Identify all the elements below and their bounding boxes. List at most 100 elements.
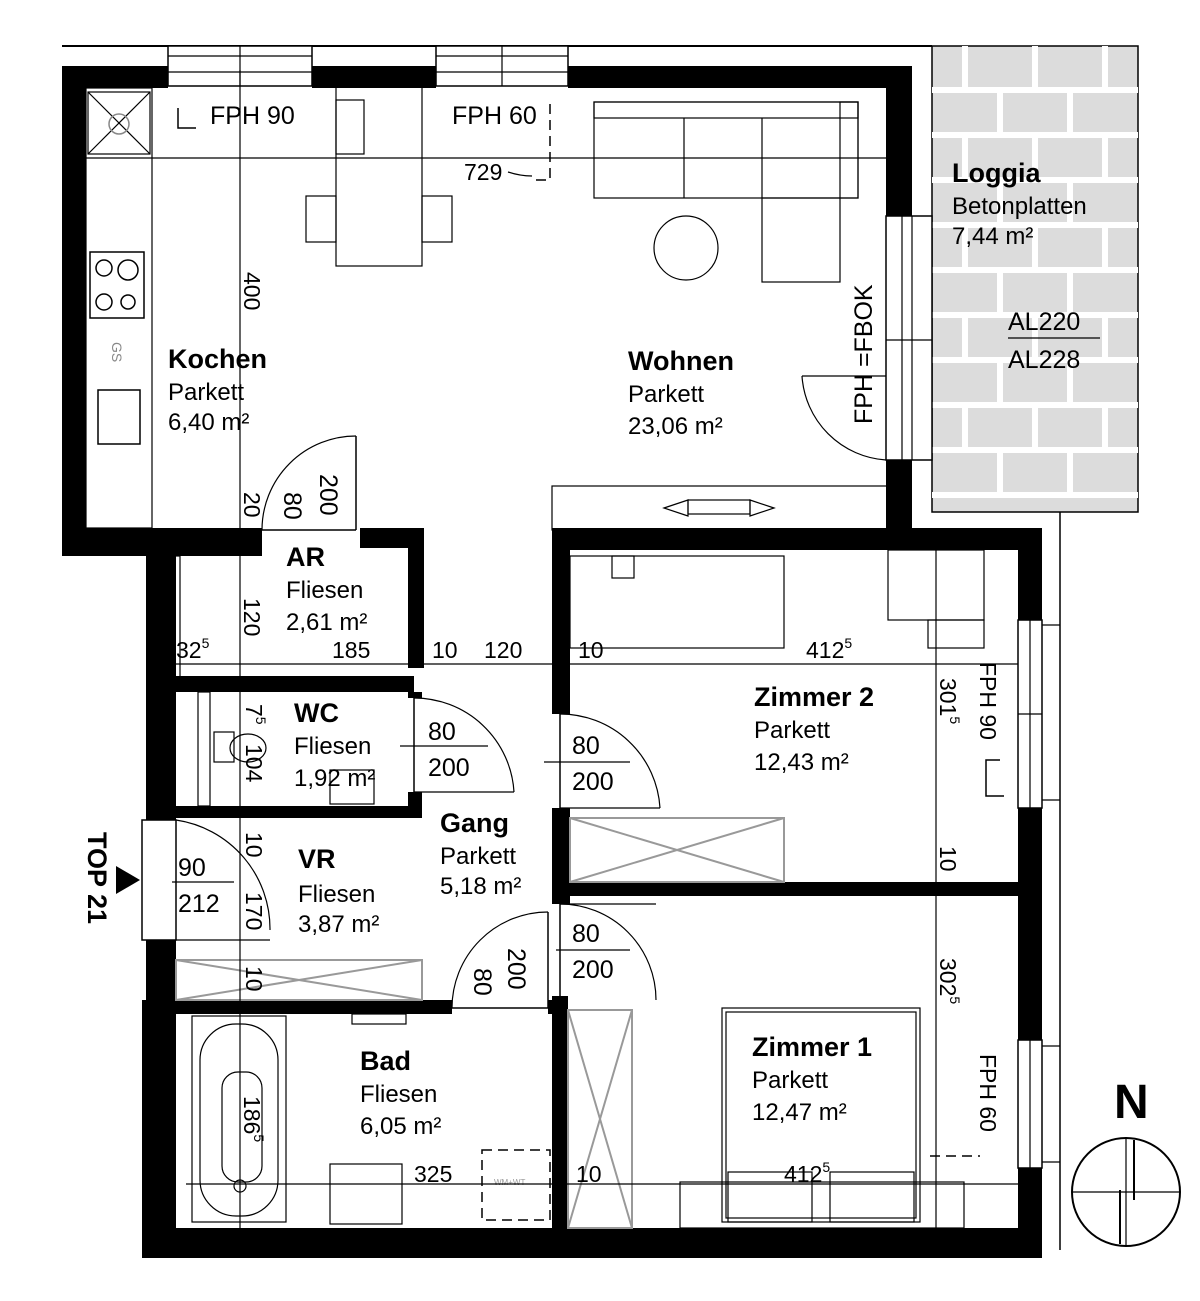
room-floor-loggia: Betonplatten (952, 193, 1087, 220)
bathroom-cabinet (351, 1013, 407, 1025)
washer-dryer-icon (481, 1149, 551, 1221)
room-name-wohnen: Wohnen (628, 346, 734, 376)
tv-board (662, 499, 776, 517)
dim-10-bad: 10 (576, 1161, 602, 1187)
window-fph60-right (1017, 1039, 1060, 1169)
room-floor-wc: Fliesen (294, 733, 371, 760)
window-fph60-top (435, 45, 569, 87)
walls (62, 66, 1042, 1258)
room-area-wohnen: 23,06 m² (628, 413, 723, 440)
window-label-fph-fbok: FPH =FBOK (850, 284, 878, 424)
door-entry-width: 90 (178, 854, 206, 882)
dim-186: 1865 (239, 1096, 267, 1142)
wc-sink-icon (329, 769, 375, 805)
room-name-ar: AR (286, 542, 325, 572)
shelf-ar (165, 555, 181, 679)
door-entry (141, 819, 271, 941)
room-name-zimmer1: Zimmer 1 (752, 1032, 872, 1062)
dim-10-vr2: 10 (241, 966, 267, 992)
wardrobe-vr (175, 959, 423, 1001)
dim-7-wc: 75 (241, 704, 269, 725)
door-ar-width: 80 (278, 492, 306, 520)
sofa (593, 101, 859, 283)
dimension-lines (86, 70, 1018, 1230)
door-bad-width: 80 (468, 968, 496, 996)
dim-325-bad: 325 (414, 1161, 452, 1187)
loggia-height-al220: AL220 (1008, 308, 1080, 336)
room-area-wc: 1,92 m² (294, 765, 375, 792)
dim-412-z2: 4125 (806, 635, 852, 663)
window-swing-lines (177, 104, 1004, 1157)
loggia-height-al228: AL228 (1008, 346, 1080, 374)
window-label-fph60-top: FPH 60 (452, 102, 537, 130)
room-area-zimmer2: 12,43 m² (754, 749, 849, 776)
room-floor-zimmer1: Parkett (752, 1067, 828, 1094)
door-zimmer1-height: 200 (572, 956, 614, 984)
dim-185: 185 (332, 637, 370, 663)
room-floor-kochen: Parkett (168, 379, 244, 406)
room-floor-vr: Fliesen (298, 881, 375, 908)
room-name-gang: Gang (440, 808, 509, 838)
dim-302: 3025 (935, 958, 963, 1004)
north-compass: N (1071, 1076, 1181, 1247)
door-wc (413, 697, 515, 793)
dim-10-vr: 10 (241, 832, 267, 858)
dim-325-left: 325 (176, 635, 210, 663)
unit-label: TOP 21 (82, 832, 112, 924)
room-floor-gang: Parkett (440, 843, 516, 870)
wardrobe-zimmer1 (567, 1009, 633, 1229)
room-area-vr: 3,87 m² (298, 911, 379, 938)
door-zimmer2 (559, 713, 661, 809)
dim-301: 3015 (935, 678, 963, 724)
door-zimmer2-height: 200 (572, 768, 614, 796)
door-zimmer1-width: 80 (572, 920, 600, 948)
window-label-fph90-right: FPH 90 (975, 662, 1001, 740)
door-zimmer1 (559, 903, 657, 1001)
door-bad (451, 911, 549, 1009)
dining-table (305, 85, 453, 267)
dim-10-gang: 10 (432, 637, 458, 663)
room-name-loggia: Loggia (952, 158, 1041, 188)
dim-412-z1: 4125 (784, 1159, 830, 1187)
dim-10-z2: 10 (578, 637, 604, 663)
room-floor-wohnen: Parkett (628, 381, 704, 408)
room-name-wc: WC (294, 698, 339, 728)
room-area-kochen: 6,40 m² (168, 409, 249, 436)
door-wc-width: 80 (428, 718, 456, 746)
room-name-vr: VR (298, 844, 336, 874)
room-area-ar: 2,61 m² (286, 609, 367, 636)
room-floor-zimmer2: Parkett (754, 717, 830, 744)
room-floor-ar: Fliesen (286, 577, 363, 604)
room-area-loggia: 7,44 m² (952, 223, 1033, 250)
room-area-bad: 6,05 m² (360, 1113, 441, 1140)
door-zimmer2-width: 80 (572, 732, 600, 760)
dim-120-gang: 120 (484, 637, 522, 663)
door-wc-height: 200 (428, 754, 470, 782)
toilet-icon (197, 691, 267, 807)
door-ar (261, 435, 357, 531)
door-bad-height: 200 (502, 948, 530, 990)
dim-104: 104 (241, 744, 267, 783)
door-ar-height: 200 (314, 474, 342, 516)
dim-400: 400 (239, 272, 265, 310)
room-name-bad: Bad (360, 1046, 411, 1076)
room-floor-bad: Fliesen (360, 1081, 437, 1108)
window-label-fph60-right: FPH 60 (975, 1054, 1001, 1132)
dim-10-z2b: 10 (935, 846, 961, 872)
room-area-zimmer1: 12,47 m² (752, 1099, 847, 1126)
window-label-fph90-top: FPH 90 (210, 102, 295, 130)
dim-729: 729 (464, 159, 502, 185)
entrance-marker: TOP 21 (82, 832, 140, 924)
room-area-gang: 5,18 m² (440, 873, 521, 900)
door-loggia (801, 375, 887, 461)
north-label: N (1114, 1076, 1149, 1129)
wardrobe-zimmer2 (569, 817, 785, 883)
dishwasher-label: GS (109, 342, 125, 362)
door-entry-height: 212 (178, 890, 220, 918)
room-name-zimmer2: Zimmer 2 (754, 682, 874, 712)
stove-icon (89, 251, 145, 319)
bathroom-sink-icon (329, 1163, 403, 1225)
desk-zimmer2 (569, 555, 785, 649)
loggia-area (931, 45, 1139, 513)
bed-zimmer1 (679, 1007, 965, 1229)
